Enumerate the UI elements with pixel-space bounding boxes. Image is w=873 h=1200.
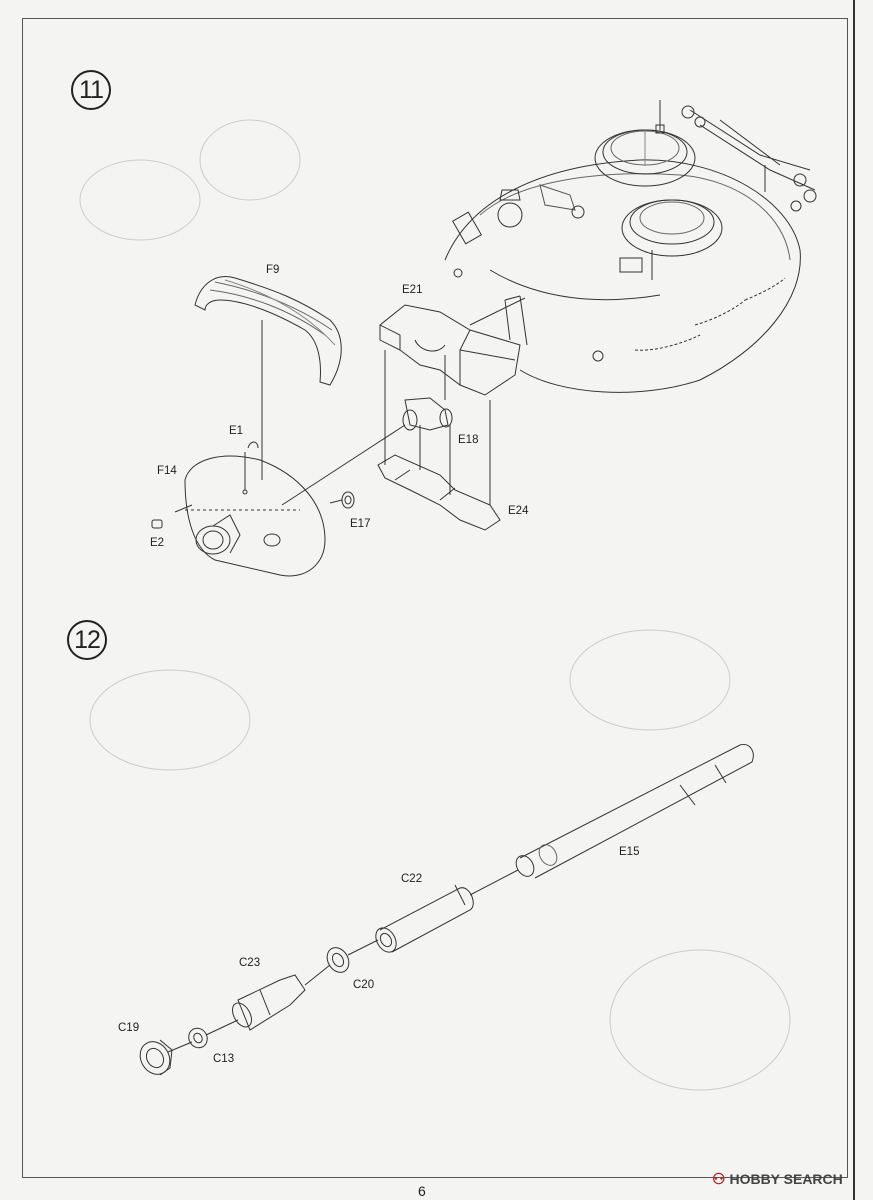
part-label-c23: C23 [239, 957, 261, 969]
part-e18-drawing [403, 398, 452, 430]
part-label-c19: C19 [118, 1022, 140, 1034]
part-f9-drawing [195, 277, 341, 385]
page-border [22, 18, 848, 1178]
hobby-search-logo-icon: ⚇ [712, 1171, 726, 1188]
part-label-e18: E18 [458, 434, 479, 446]
part-c23-drawing [229, 975, 305, 1030]
part-label-e21: E21 [402, 284, 423, 296]
page-number: 6 [418, 1183, 426, 1199]
step-number-12: 12 [67, 620, 107, 660]
show-through-art [80, 120, 790, 1090]
part-label-e24: E24 [508, 505, 529, 517]
part-e24-drawing [378, 455, 500, 530]
part-label-e2: E2 [150, 537, 165, 549]
part-f14-drawing [185, 456, 325, 576]
part-label-e1: E1 [229, 425, 244, 437]
step-number-11: 11 [71, 70, 111, 110]
part-label-c13: C13 [213, 1053, 235, 1065]
watermark: ⚇ HOBBY SEARCH [712, 1170, 843, 1188]
part-label-c22: C22 [401, 873, 423, 885]
part-label-e17: E17 [350, 518, 371, 530]
part-e21-drawing [380, 305, 520, 395]
part-c19-drawing [134, 1036, 175, 1079]
step-12-arrows [168, 870, 518, 1052]
part-c22-drawing [372, 885, 474, 956]
step-11-arrows [175, 298, 525, 512]
part-label-c20: C20 [353, 979, 375, 991]
part-c20-drawing [323, 944, 353, 977]
part-e17-drawing [342, 492, 354, 508]
part-e15-drawing [513, 744, 754, 879]
watermark-text: HOBBY SEARCH [729, 1171, 843, 1187]
part-e2-drawing [152, 520, 162, 528]
part-label-f14: F14 [157, 465, 177, 477]
part-c13-drawing [185, 1025, 211, 1051]
part-label-f9: F9 [266, 264, 280, 276]
page-edge [853, 0, 855, 1200]
part-label-e15: E15 [619, 846, 640, 858]
turret-drawing [445, 100, 816, 392]
part-e1-drawing [248, 442, 258, 448]
